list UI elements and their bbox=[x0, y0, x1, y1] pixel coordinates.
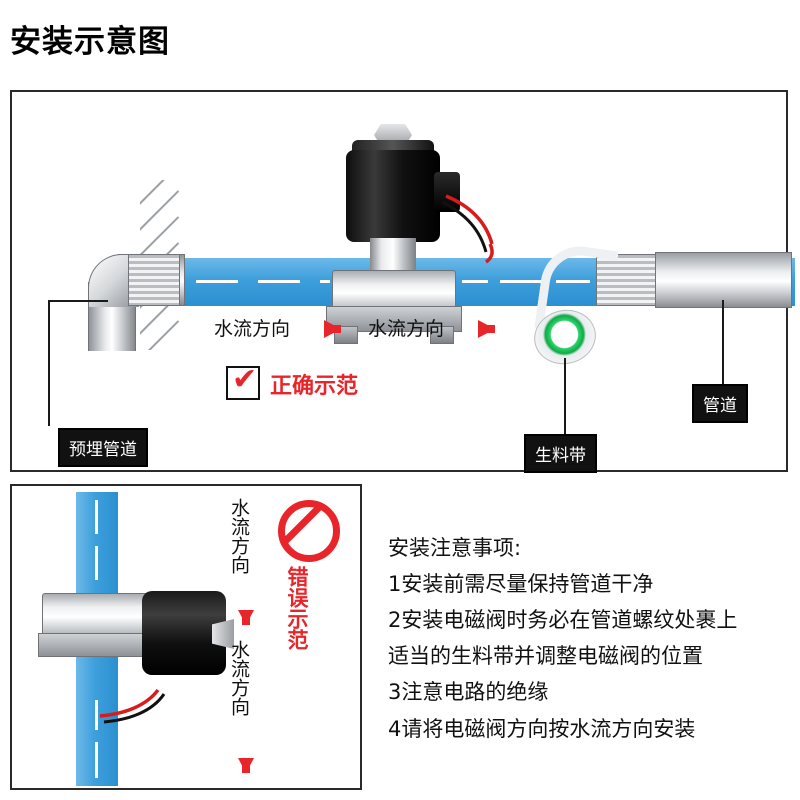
pipe-dash bbox=[258, 280, 300, 283]
flow-label-vertical-top: 水流方向 bbox=[227, 498, 250, 574]
note-item-2: 2安装电磁阀时务必在管道螺纹处裹上 bbox=[388, 608, 738, 633]
note-item-3: 3注意电路的绝缘 bbox=[388, 680, 549, 705]
flow-label-2: 水流方向 bbox=[368, 318, 445, 340]
pipe-dash bbox=[320, 280, 330, 283]
solenoid-valve-bottom bbox=[36, 575, 234, 715]
pipe-dash bbox=[556, 280, 590, 283]
pipe-dash bbox=[95, 700, 98, 730]
note-item-2-cont: 适当的生料带并调整电磁阀的位置 bbox=[388, 644, 703, 669]
note-item-1: 1安装前需尽量保持管道干净 bbox=[388, 572, 654, 597]
pipe-dash bbox=[196, 280, 238, 283]
page-title: 安装示意图 bbox=[10, 24, 170, 60]
label-embedded-pipe: 预埋管道 bbox=[58, 428, 148, 467]
flow-arrow-2-icon bbox=[478, 320, 495, 338]
pipeline-right bbox=[655, 252, 792, 308]
wrong-demo-label: 错误示范 bbox=[285, 566, 310, 650]
label-teflon-tape: 生料带 bbox=[524, 434, 597, 473]
correct-checkbox bbox=[226, 366, 260, 400]
notes-heading: 安装注意事项: bbox=[388, 536, 522, 560]
leader-line-pipeline bbox=[722, 300, 724, 384]
correct-demo-label: 正确示范 bbox=[270, 374, 359, 399]
note-item-4: 4请将电磁阀方向按水流方向安装 bbox=[388, 716, 696, 741]
leader-line-tape bbox=[564, 358, 566, 436]
flow-arrow-down-2-icon bbox=[238, 758, 254, 773]
label-pipeline: 管道 bbox=[692, 384, 748, 423]
prohibited-icon bbox=[278, 500, 340, 562]
installation-notes: 安装注意事项: 1安装前需尽量保持管道干净 2安装电磁阀时务必在管道螺纹处裹上 … bbox=[388, 530, 788, 747]
flow-label-1: 水流方向 bbox=[214, 318, 291, 340]
pipe-dash bbox=[95, 742, 98, 778]
pipe-thread-right bbox=[596, 254, 662, 306]
solenoid-valve-top bbox=[318, 120, 468, 344]
flow-arrow-1-icon bbox=[324, 320, 341, 338]
check-icon: ✔ bbox=[232, 362, 258, 397]
flow-label-vertical-bottom: 水流方向 bbox=[227, 640, 250, 716]
pipe-thread-left bbox=[128, 254, 180, 306]
pipe-dash bbox=[95, 500, 98, 534]
leader-line-embedded bbox=[48, 300, 50, 426]
pipe-dash bbox=[95, 546, 98, 580]
pipe-dash bbox=[462, 280, 488, 283]
flow-arrow-down-1-icon bbox=[238, 610, 254, 625]
leader-line-embedded-h bbox=[48, 300, 108, 302]
pipe-dash bbox=[500, 280, 542, 283]
